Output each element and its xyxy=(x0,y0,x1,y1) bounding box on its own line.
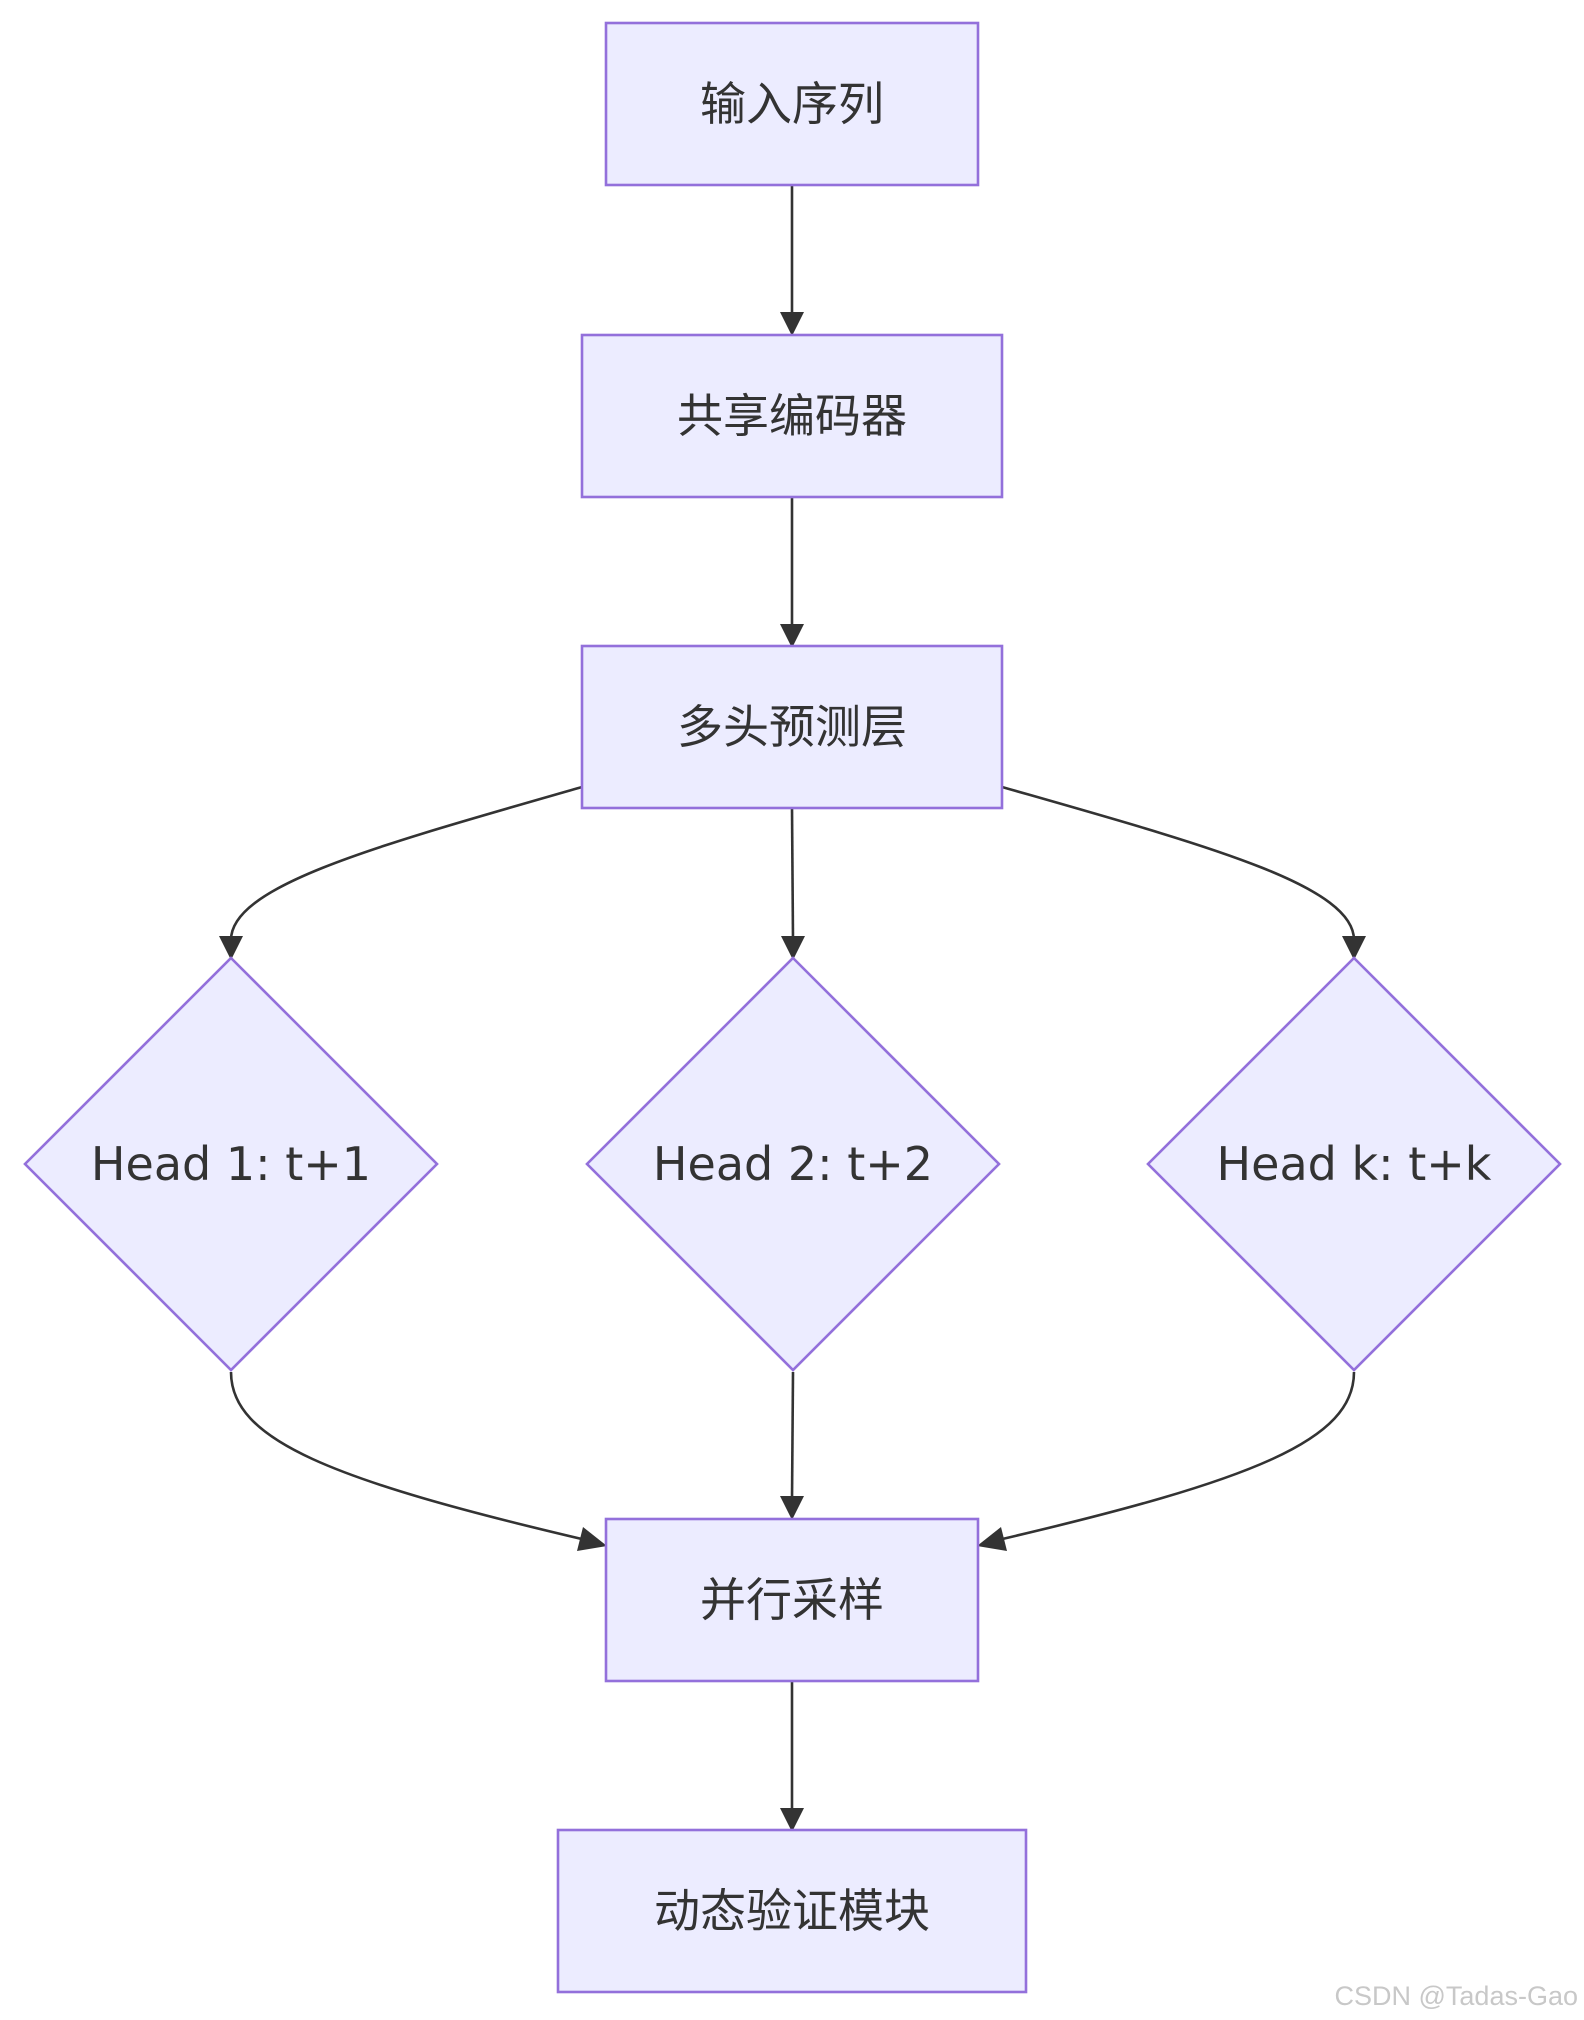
edge-multihead-head1 xyxy=(229,785,583,941)
node-multihead: 多头预测层 xyxy=(580,644,1004,810)
node-encoder-label: 共享编码器 xyxy=(677,389,907,443)
arrowhead-sampling-left xyxy=(577,1527,607,1551)
node-sampling-label: 并行采样 xyxy=(700,1573,884,1627)
arrowhead-multihead xyxy=(780,624,804,648)
node-verify: 动态验证模块 xyxy=(556,1828,1028,1994)
edge-multihead-headk xyxy=(1001,785,1356,941)
node-head1: Head 1: t+1 xyxy=(23,956,439,1372)
arrowhead-head2 xyxy=(781,936,805,960)
node-input: 输入序列 xyxy=(604,21,980,187)
node-head2-label: Head 2: t+2 xyxy=(653,1137,933,1191)
arrowhead-head1 xyxy=(219,936,243,960)
node-headk-label: Head k: t+k xyxy=(1217,1137,1492,1191)
node-encoder: 共享编码器 xyxy=(580,333,1004,499)
arrowhead-sampling-mid xyxy=(780,1496,804,1520)
edge-multihead-head2 xyxy=(790,807,795,941)
watermark: CSDN @Tadas-Gao xyxy=(1334,1981,1579,2011)
node-sampling: 并行采样 xyxy=(604,1517,980,1683)
node-verify-label: 动态验证模块 xyxy=(654,1884,930,1938)
node-headk: Head k: t+k xyxy=(1146,956,1562,1372)
arrowhead-encoder xyxy=(780,312,804,336)
edge-head1-sampling xyxy=(229,1371,587,1542)
arrowhead-verify xyxy=(780,1808,804,1832)
edge-head2-sampling xyxy=(790,1371,795,1501)
edge-headk-sampling xyxy=(997,1371,1356,1542)
node-head1-label: Head 1: t+1 xyxy=(91,1137,371,1191)
edges xyxy=(219,186,1366,1832)
node-multihead-label: 多头预测层 xyxy=(677,700,907,754)
arrowhead-sampling-right xyxy=(977,1527,1007,1551)
node-input-label: 输入序列 xyxy=(700,77,884,131)
node-head2: Head 2: t+2 xyxy=(585,956,1001,1372)
arrowhead-headk xyxy=(1342,936,1366,960)
